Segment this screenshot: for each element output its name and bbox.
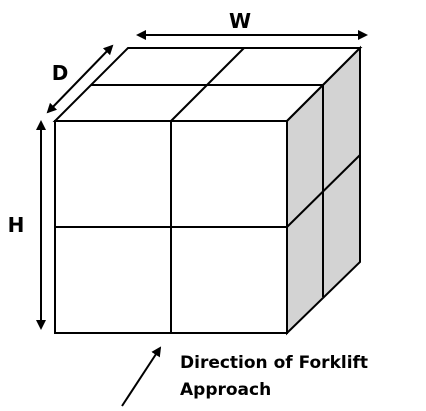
- height-label: H: [8, 213, 25, 237]
- side-face-divider-height: [286, 154, 361, 228]
- top-face-divider-width: [170, 47, 245, 122]
- depth-label: D: [52, 61, 69, 85]
- forklift-approach-label-line2: Approach: [180, 380, 271, 400]
- width-label: W: [229, 9, 251, 33]
- depth-dimension-arrow: [46, 44, 114, 114]
- forklift-approach-arrow: [121, 346, 162, 407]
- forklift-approach-label-line1: Direction of Forklift: [180, 353, 368, 373]
